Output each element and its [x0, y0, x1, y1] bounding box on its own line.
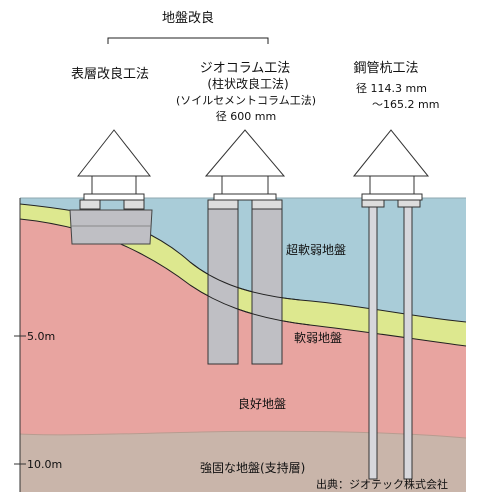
house-column [204, 129, 286, 210]
method-column-alt-label: (柱状改良工法) [207, 76, 288, 91]
surface-improvement-block [69, 209, 153, 245]
layer-label-super-soft: 超軟弱地盤 [286, 242, 346, 257]
source-credit: 出典：ジオテック株式会社 [316, 477, 448, 491]
depth-label-10m: 10.0m [27, 458, 62, 471]
layer-label-firm: 強固な地盤(支持層) [200, 460, 305, 475]
method-pile-diameter-1: 径 114.3 mm [356, 82, 427, 95]
super-soft-layer [20, 198, 466, 322]
method-surface-label: 表層改良工法 [71, 66, 149, 82]
depth-label-5m: 5.0m [27, 330, 55, 343]
house-pile [352, 129, 430, 208]
steel-pile-right [403, 204, 413, 480]
diagram-title: 地盤改良 [162, 10, 214, 26]
soil-column-right [251, 207, 283, 365]
method-column-alt-label-2: (ソイルセメントコラム工法) [176, 93, 316, 107]
method-column-diameter: 径 600 mm [216, 110, 276, 123]
house-surface [76, 129, 152, 210]
method-column-label: ジオコラム工法 [200, 61, 291, 76]
layer-label-good: 良好地盤 [238, 396, 286, 411]
firm-layer [20, 431, 466, 492]
title-bracket [107, 37, 269, 44]
steel-pile-left [368, 204, 378, 480]
layer-label-soft: 軟弱地盤 [294, 330, 342, 345]
good-layer [20, 219, 466, 438]
method-pile-label: 鋼管杭工法 [353, 61, 418, 76]
method-pile-diameter-2: 〜165.2 mm [372, 98, 439, 111]
